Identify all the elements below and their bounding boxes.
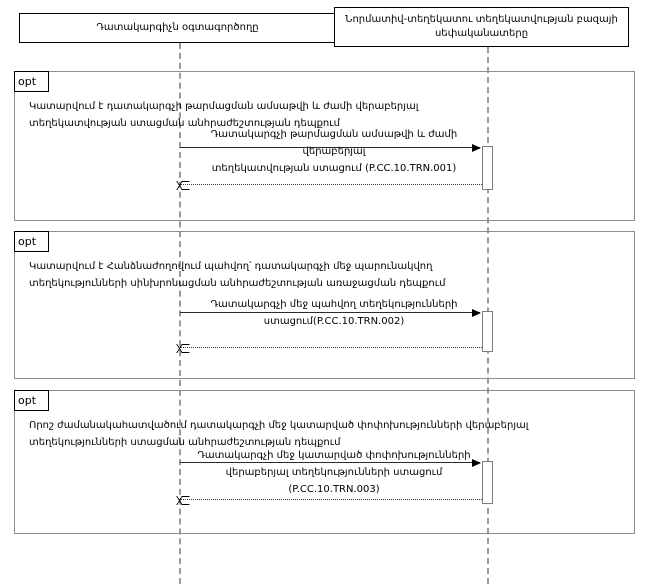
guard-line: Կատարվում է դատակարգչի թարմացման ամսաթվի… (29, 101, 419, 112)
message-line: տեղեկատվության ստացում (P.CC.10.TRN.001) (211, 163, 457, 174)
activation-bar-1 (482, 146, 493, 190)
call-arrow-3 (180, 459, 481, 467)
message-line: Դատակարգչի մեջ պահվող տեղեկությունների (210, 299, 458, 310)
participant-label-user: Դատակարգիչն օգտագործողը (96, 21, 259, 33)
message-label-2: Դատակարգչի մեջ պահվող տեղեկությունների ս… (180, 296, 488, 330)
fragment-operator-label-3: opt (14, 390, 49, 411)
participant-label-owner: Նորմատիվ-տեղեկատու տեղեկատվության բազայի… (345, 13, 618, 40)
opt-fragment-2[interactable]: opt Կատարվում է Հանձնաժողովում պահվող՝ դ… (14, 231, 635, 379)
message-line: Դատակարգչի թարմացման ամսաթվի և ժամի վերա… (210, 129, 458, 157)
opt-fragment-1[interactable]: opt Կատարվում է դատակարգչի թարմացման ամս… (14, 71, 635, 221)
fragment-operator-label-1: opt (14, 71, 49, 92)
guard-line: տեղեկությունների ստացման անհրաժեշտության… (29, 437, 341, 448)
call-arrow-2 (180, 309, 481, 317)
guard-line: Որոշ ժամանակահատվածում դատակարգչի մեջ կա… (29, 420, 529, 431)
activation-bar-2 (482, 311, 493, 352)
message-line: ստացում(P.CC.10.TRN.002) (263, 316, 405, 327)
guard-line: տեղեկությունների սինխրոնացման անհրաժեշտո… (29, 278, 446, 289)
guard-line: տեղեկատվության ստացման անհրաժեշտության դ… (29, 118, 340, 129)
call-arrow-1 (180, 144, 481, 152)
fragment-guard-2: Կատարվում է Հանձնաժողովում պահվող՝ դատակ… (29, 258, 614, 292)
message-label-1: Դատակարգչի թարմացման ամսաթվի և ժամի վերա… (180, 126, 488, 177)
fragment-operator-label-2: opt (14, 231, 49, 252)
return-arrow-3 (180, 499, 482, 500)
participant-box-user[interactable]: Դատակարգիչն օգտագործողը (19, 13, 336, 43)
guard-line: Կատարվում է Հանձնաժողովում պահվող՝ դատակ… (29, 261, 433, 272)
lifeline-user (179, 43, 181, 584)
message-label-3: Դատակարգչի մեջ կատարված փոփոխությունների… (180, 447, 488, 498)
fragment-guard-1: Կատարվում է դատակարգչի թարմացման ամսաթվի… (29, 98, 614, 132)
participant-box-owner[interactable]: Նորմատիվ-տեղեկատու տեղեկատվության բազայի… (334, 7, 629, 47)
message-line: Դատակարգչի մեջ կատարված փոփոխությունների (197, 450, 471, 461)
return-arrow-1 (180, 184, 482, 185)
fragment-guard-3: Որոշ ժամանակահատվածում դատակարգչի մեջ կա… (29, 417, 614, 451)
activation-bar-3 (482, 461, 493, 504)
message-line: վերաբերյալ տեղեկությունների ստացում (P.C… (225, 467, 443, 495)
return-arrow-2 (180, 347, 482, 348)
opt-fragment-3[interactable]: opt Որոշ ժամանակահատվածում դատակարգչի մե… (14, 390, 635, 534)
